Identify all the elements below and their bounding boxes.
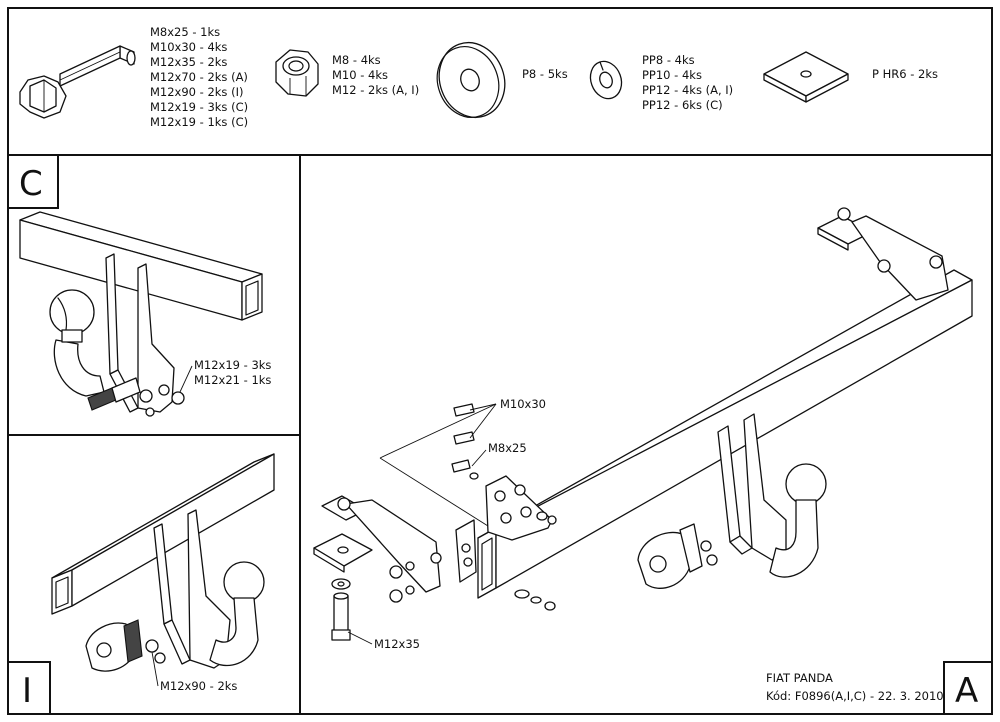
panel-c-drawing [19,211,263,417]
m10-leader-2 [379,457,489,527]
m8-leader [471,449,487,467]
model-name: FIAT PANDA [766,671,833,685]
plate-icon [763,51,849,103]
panel-c-leader [179,365,193,393]
spring-washer-list: PP8 - 4ks PP10 - 4ks PP12 - 4ks (A, I) P… [642,53,737,112]
drawing-code: Kód: F0896(A,I,C) - 22. 3. 2010 [766,689,944,703]
panel-i-leader [151,651,159,687]
bolt-list: M8x25 - 1ks M10x30 - 4ks M12x35 - 2ks M1… [150,25,252,129]
m12-callout: M12x35 [374,637,420,651]
m10-leader-4 [469,403,497,439]
m10-leader-3 [469,403,497,411]
bolt-icon [19,45,136,119]
m8-callout: M8x25 [488,441,527,455]
nut-icon [275,49,319,97]
panel-a-letter: A [955,671,978,711]
panel-i-bolts: M12x90 - 2ks [160,679,237,693]
spring-washer-icon [589,60,623,100]
washer-label: P8 - 5ks [522,67,568,81]
panel-i-drawing [51,453,275,672]
panel-c-letter: C [19,164,43,204]
m10-callout: M10x30 [500,397,546,411]
nut-list: M8 - 4ks M10 - 4ks M12 - 2ks (A, I) [332,53,419,97]
m12-leader [347,631,373,645]
washer-icon [436,42,506,118]
plate-label: P HR6 - 2ks [872,67,938,81]
panel-c-bolts: M12x19 - 3ks M12x21 - 1ks [194,358,275,387]
panel-i-letter: I [22,671,32,711]
panel-a-drawing [313,207,973,641]
drawing-frame [7,7,993,715]
m10-leader [379,403,497,459]
